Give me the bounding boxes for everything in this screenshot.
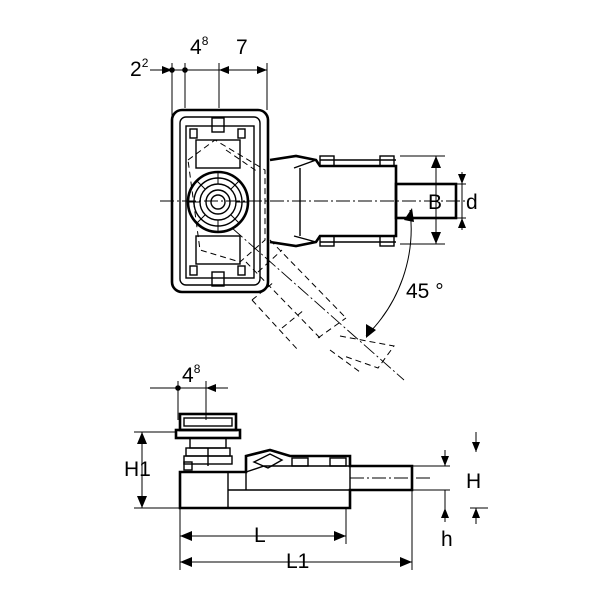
drain-body bbox=[178, 448, 414, 510]
diagonal-outlet-pipe bbox=[231, 227, 405, 381]
dim-label-h: h bbox=[441, 528, 453, 551]
dim-label-2-2: 22 bbox=[130, 56, 149, 81]
dim-label-L: L bbox=[254, 524, 266, 547]
dim-label-angle: 45 ° bbox=[406, 280, 444, 303]
dim-label-H1: H1 bbox=[124, 458, 151, 481]
drain-head bbox=[178, 412, 238, 432]
dim-label-L1: L1 bbox=[286, 550, 309, 573]
dim-label-d: d bbox=[466, 191, 478, 214]
dim-label-B: B bbox=[428, 191, 442, 214]
side-view: 48 H1 H bbox=[124, 362, 488, 573]
top-view: 22 48 7 bbox=[130, 34, 478, 381]
dim-label-H: H bbox=[466, 470, 481, 493]
dim-label-7: 7 bbox=[236, 36, 248, 59]
dim-label-4-8-side: 48 bbox=[182, 362, 201, 387]
angle-arc bbox=[365, 209, 412, 337]
dim-label-4-8-top: 48 bbox=[190, 34, 209, 59]
horizontal-outlet-pipe bbox=[269, 154, 458, 248]
